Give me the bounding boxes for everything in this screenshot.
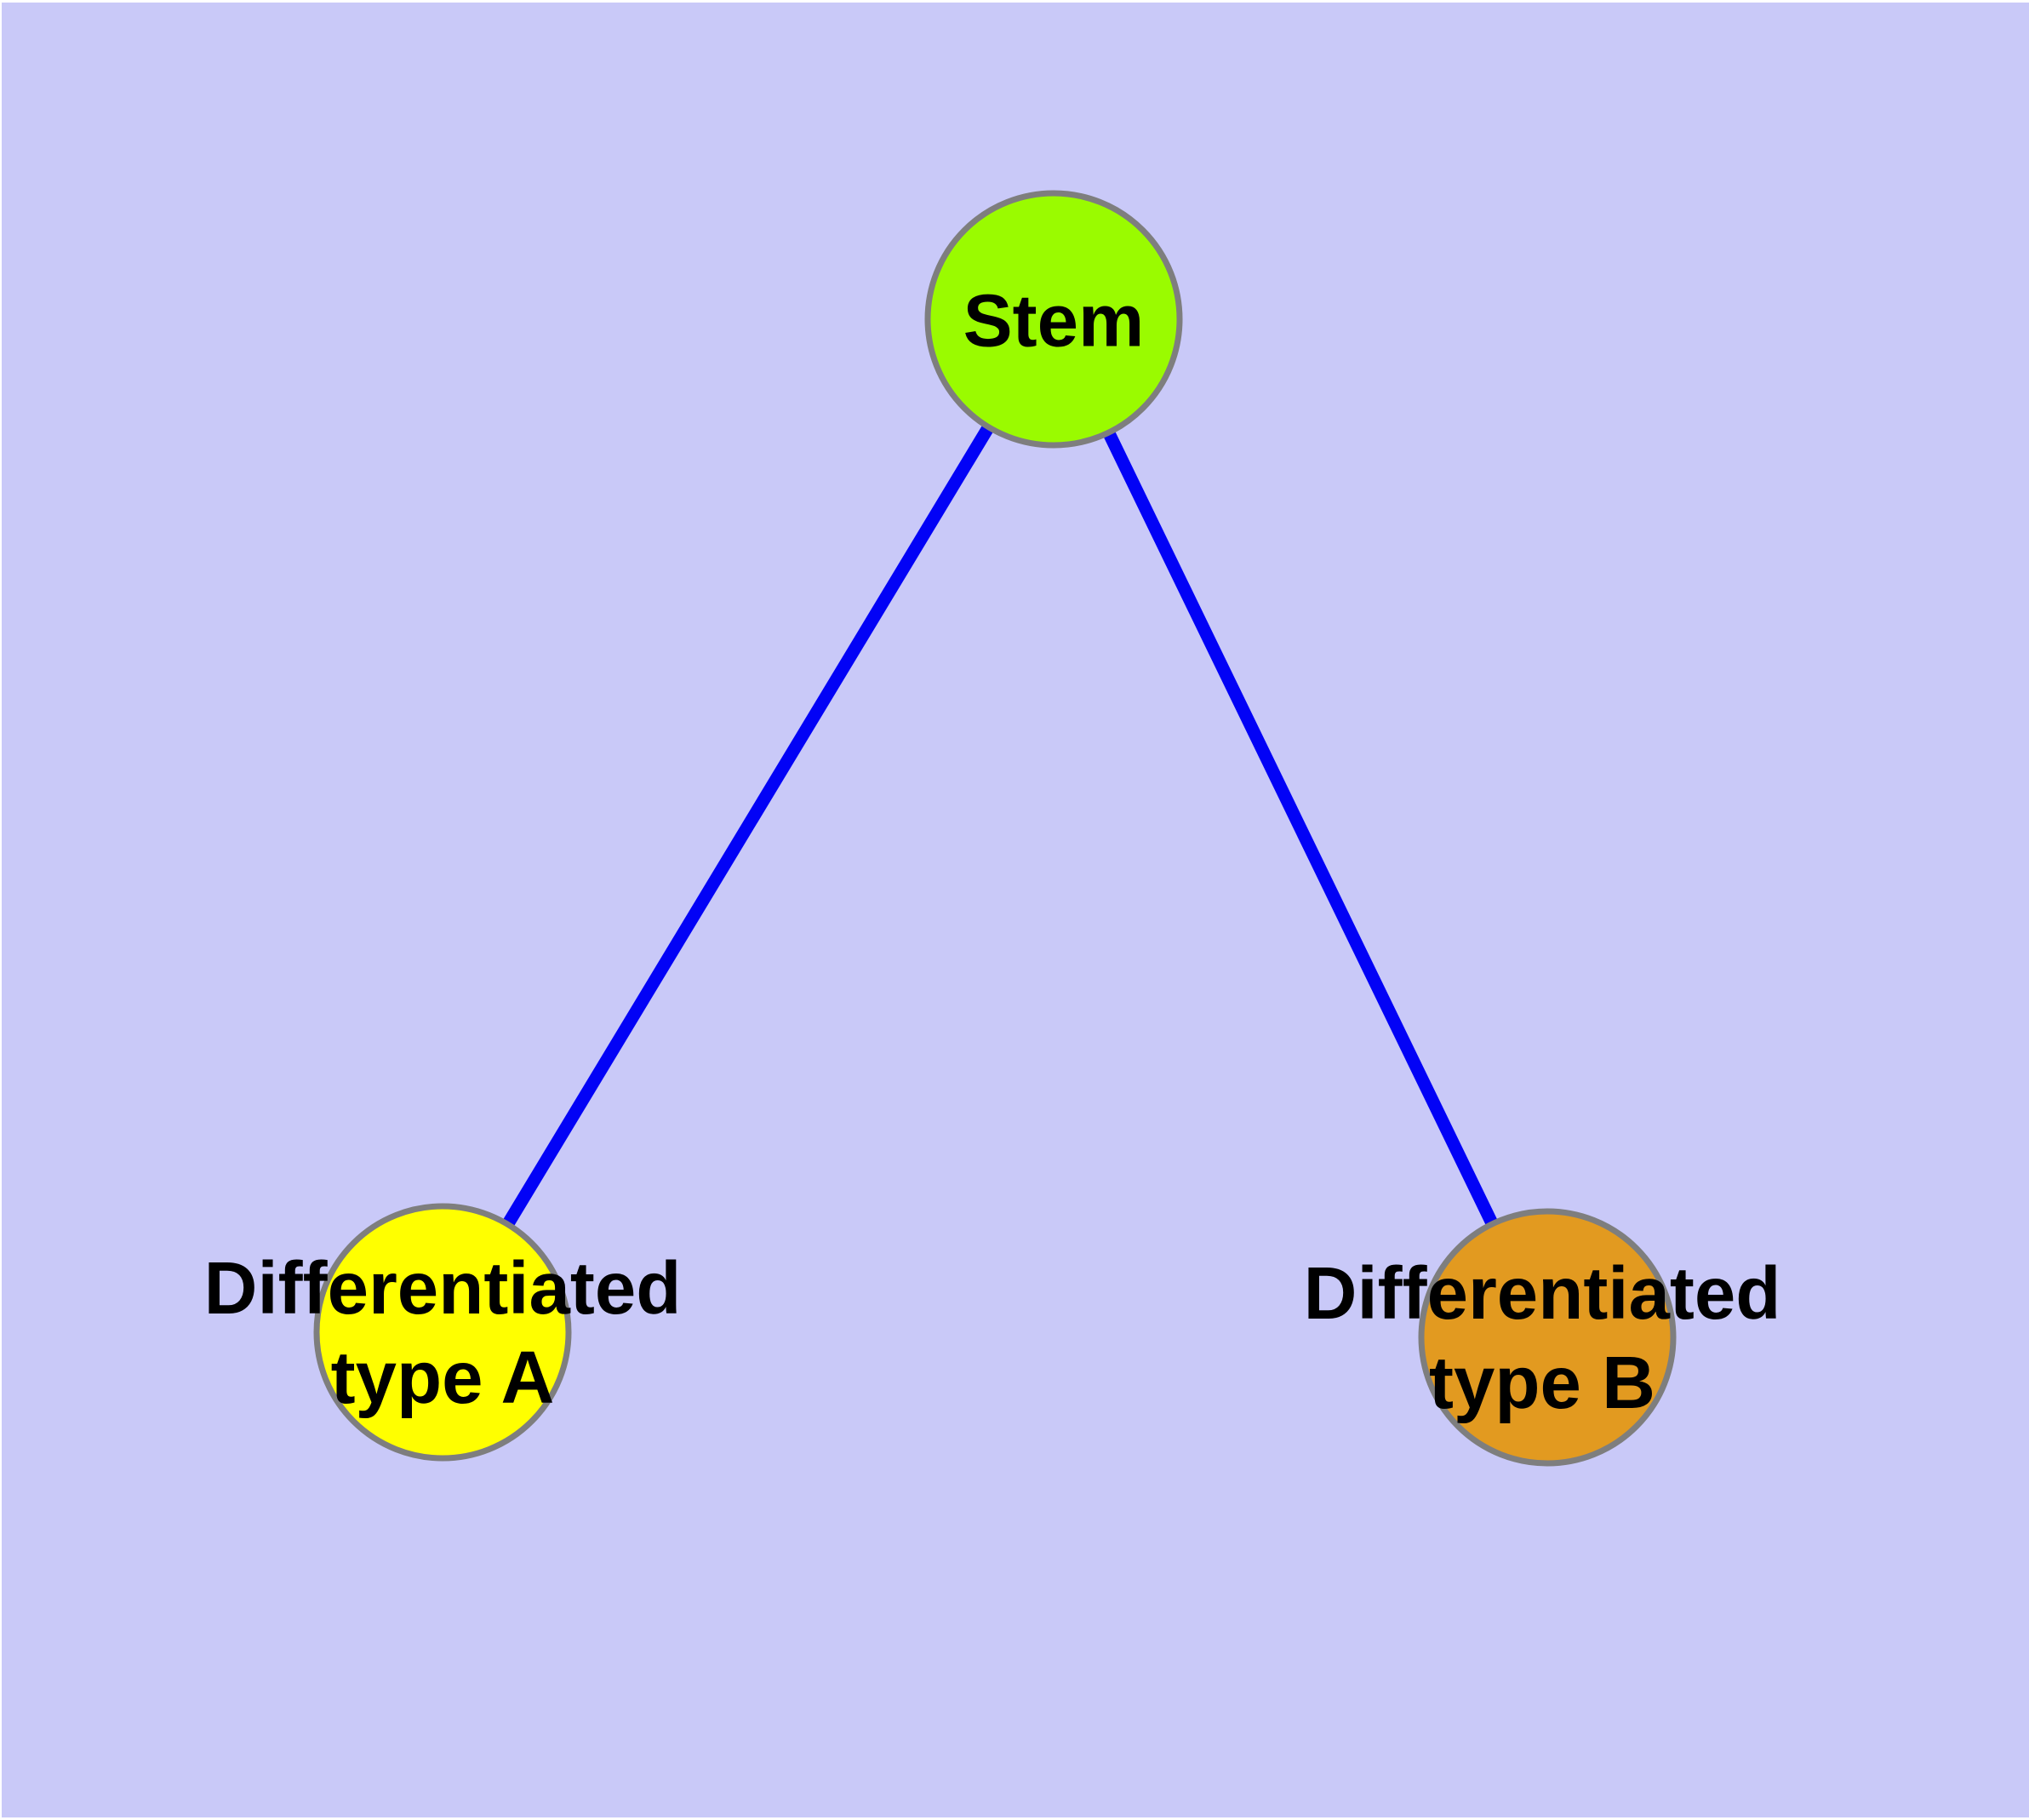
edge-stem-to-type-a [437,316,1060,1336]
node-label-differentiated-type-b: Differentiated type B [1304,1249,1781,1428]
node-label-stem: Stem [963,277,1145,366]
node-differentiated-type-b [1418,1208,1677,1467]
node-stem [924,190,1183,449]
node-label-stem-line: Stem [963,279,1145,363]
node-label-type-a-line-2: type A [330,1336,555,1419]
node-differentiated-type-a [313,1203,572,1462]
node-label-type-b-line-1: Differentiated [1303,1252,1781,1335]
node-label-type-b-line-2: type B [1429,1342,1655,1424]
node-label-type-a-line-1: Differentiated [203,1247,682,1330]
edge-stem-to-type-b [1048,316,1553,1341]
node-label-differentiated-type-a: Differentiated type A [204,1244,682,1422]
